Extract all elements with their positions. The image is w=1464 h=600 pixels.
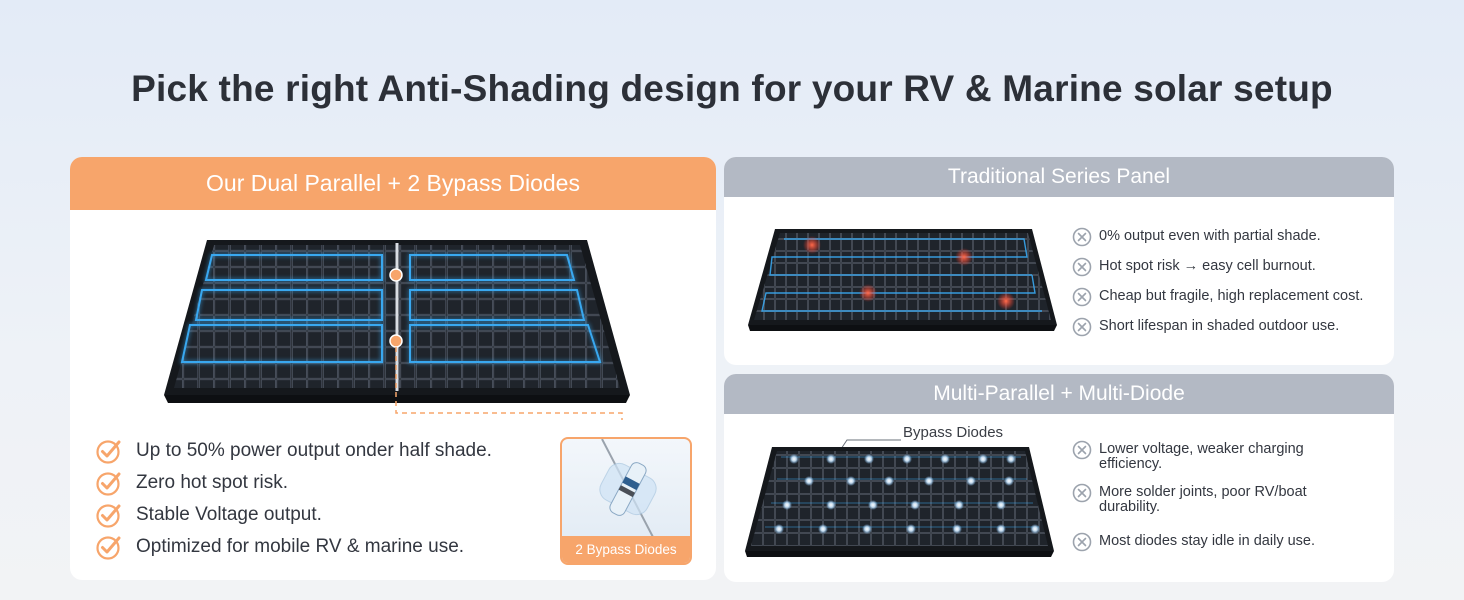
x-circle-icon [1072, 532, 1092, 552]
list-item: 0% output even with partial shade. [1072, 227, 1363, 259]
diode-label: 2 Bypass Diodes [562, 536, 690, 563]
feature-text: Stable Voltage output. [136, 504, 322, 525]
drawback-text: Short lifespan in shaded outdoor use. [1099, 318, 1340, 334]
drawback-text: Lower voltage, weaker charging efficienc… [1099, 441, 1304, 472]
check-icon [96, 472, 121, 496]
bypass-diodes-callout: Bypass Diodes [903, 424, 1004, 441]
multi-parallel-card: Multi-Parallel + Multi-Diode Bypass Diod… [724, 374, 1394, 582]
list-item: Most diodes stay idle in daily use. [1072, 532, 1339, 564]
x-circle-icon [1072, 483, 1092, 503]
feature-text: Zero hot spot risk. [136, 472, 289, 493]
multi-parallel-panel-image [745, 439, 1054, 557]
drawback-text: 0% output even with partial shade. [1099, 228, 1321, 244]
dual-parallel-card: Our Dual Parallel + 2 Bypass Diodes [70, 157, 716, 580]
check-icon [96, 440, 121, 464]
traditional-series-header: Traditional Series Panel [724, 157, 1394, 197]
drawback-text: More solder joints, poor RV/boat durabil… [1099, 484, 1307, 515]
page-title: Pick the right Anti-Shading design for y… [131, 68, 1333, 109]
list-item: Optimized for mobile RV & marine use. [95, 531, 492, 563]
drawback-text: Most diodes stay idle in daily use. [1099, 533, 1315, 549]
drawback-text: Hot spot risk → easy cell burnout. [1099, 258, 1316, 274]
list-item: More solder joints, poor RV/boat durabil… [1072, 483, 1339, 534]
dual-parallel-panel-image [164, 240, 630, 420]
check-icon [96, 536, 121, 560]
x-circle-icon [1072, 440, 1092, 460]
traditional-panel-image [748, 229, 1057, 331]
list-item: Cheap but fragile, high replacement cost… [1072, 287, 1364, 319]
x-circle-icon [1072, 317, 1092, 337]
x-circle-icon [1072, 227, 1092, 247]
multi-drawback-list: Lower voltage, weaker charging efficienc… [1072, 440, 1339, 564]
feature-text: Up to 50% power output onder half shade. [136, 440, 492, 461]
list-item: Hot spot risk → easy cell burnout. [1072, 257, 1363, 289]
list-item: Stable Voltage output. [95, 499, 492, 531]
list-item: Short lifespan in shaded outdoor use. [1072, 317, 1363, 349]
x-circle-icon [1072, 287, 1092, 307]
traditional-drawback-list: 0% output even with partial shade. Hot s… [1072, 227, 1364, 349]
list-item: Lower voltage, weaker charging efficienc… [1072, 440, 1339, 485]
x-circle-icon [1072, 257, 1092, 277]
diode-illustration [599, 439, 657, 539]
list-item: Up to 50% power output onder half shade. [95, 435, 492, 467]
dual-parallel-header: Our Dual Parallel + 2 Bypass Diodes [70, 157, 716, 210]
feature-list: Up to 50% power output onder half shade.… [95, 435, 492, 563]
bypass-diode-closeup: 2 Bypass Diodes [560, 437, 692, 565]
traditional-series-card: Traditional Series Panel [724, 157, 1394, 365]
check-icon [96, 504, 121, 528]
drawback-text: Cheap but fragile, high replacement cost… [1099, 288, 1364, 304]
multi-parallel-header: Multi-Parallel + Multi-Diode [724, 374, 1394, 414]
feature-text: Optimized for mobile RV & marine use. [136, 536, 465, 557]
list-item: Zero hot spot risk. [95, 467, 492, 499]
